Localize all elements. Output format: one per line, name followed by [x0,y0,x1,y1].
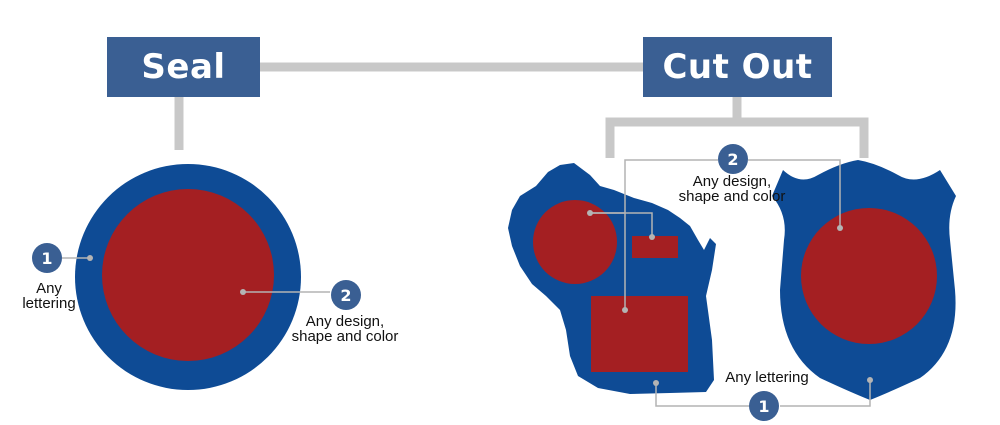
seal-callout-1-badge: 1 [32,243,62,273]
leader-lines [62,159,871,407]
connector-lines [174,62,869,158]
dot-state-circle [587,210,593,216]
dot-state-lettering [653,380,659,386]
cutout-callout-2-badge: 2 [718,144,748,174]
seal-callout-2-label: Any design, shape and color [275,314,415,344]
cutout-leader-1-right [780,380,871,407]
seal-callout-2-line2: shape and color [291,328,399,345]
cutout-callout-1-badge: 1 [749,391,779,421]
seal-callout-1-label: Any lettering [6,281,92,311]
state-small-rect-design [632,236,678,258]
dot-badge-circle [837,225,843,231]
badge-circle-design [801,208,937,344]
seal-callout-1-line1: Any [36,280,62,297]
cutout-title: Cut Out [643,37,832,97]
cutout-callout-2-label: Any design, shape and color [660,174,804,204]
cutout-bracket-connector [605,117,869,158]
cutout-leader-1 [655,383,749,407]
seal-inner-disc [102,189,274,361]
dot-state-large-rect [622,307,628,313]
dot-seal-1 [87,255,93,261]
dot-state-small-rect [649,234,655,240]
dot-seal-2 [240,289,246,295]
seal-callout-1-line2: lettering [22,295,76,312]
seal-callout-2-badge: 2 [331,280,361,310]
cutout-callout-2-line1: Any design, [692,173,772,190]
state-circle-design [533,200,617,284]
seal-callout-2-line1: Any design, [305,313,385,330]
cutout-leader-2-right [748,159,841,228]
leader-dots [87,210,873,386]
dot-badge-lettering [867,377,873,383]
state-large-rect-design [591,296,688,372]
cutout-leader-2-left [624,159,718,310]
seal-title: Seal [107,37,260,97]
cutout-callout-1-label: Any lettering [725,369,809,386]
cutout-callout-2-line2: shape and color [678,188,786,205]
